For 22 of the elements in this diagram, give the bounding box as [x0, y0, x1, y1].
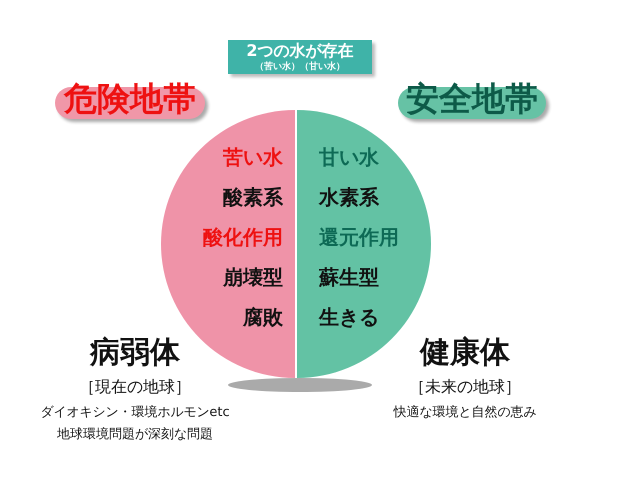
term-text: 蘇生型 — [319, 264, 379, 291]
term-text: 苦い水 — [223, 144, 283, 171]
term-text: 崩壊型 — [223, 264, 283, 291]
note-text: 地球環境問題が深刻な問題 — [57, 426, 213, 443]
earth-label: ［未来の地球］ — [409, 377, 521, 398]
body-state-heading: 健康体 — [420, 334, 510, 372]
term-text: 甘い水 — [319, 144, 379, 171]
zone-title: 安全地帯 — [405, 78, 539, 120]
term-text: 腐敗 — [243, 304, 283, 331]
subtitle-text: （苦い水）（甘い水） — [254, 60, 346, 73]
title-text: 2つの水が存在 — [245, 41, 355, 61]
term-text: 水素系 — [319, 184, 379, 211]
title-box — [228, 40, 372, 74]
body-state-heading: 病弱体 — [90, 334, 180, 372]
term-text: 酸素系 — [223, 184, 283, 211]
term-text: 酸化作用 — [203, 224, 283, 251]
term-text: 生きる — [319, 304, 379, 331]
earth-label: ［現在の地球］ — [79, 377, 191, 398]
note-text: ダイオキシン・環境ホルモンetc — [40, 404, 230, 421]
zone-title: 危険地帯 — [62, 78, 197, 120]
note-text: 快適な環境と自然の恵み — [394, 404, 536, 421]
term-text: 還元作用 — [319, 224, 399, 251]
